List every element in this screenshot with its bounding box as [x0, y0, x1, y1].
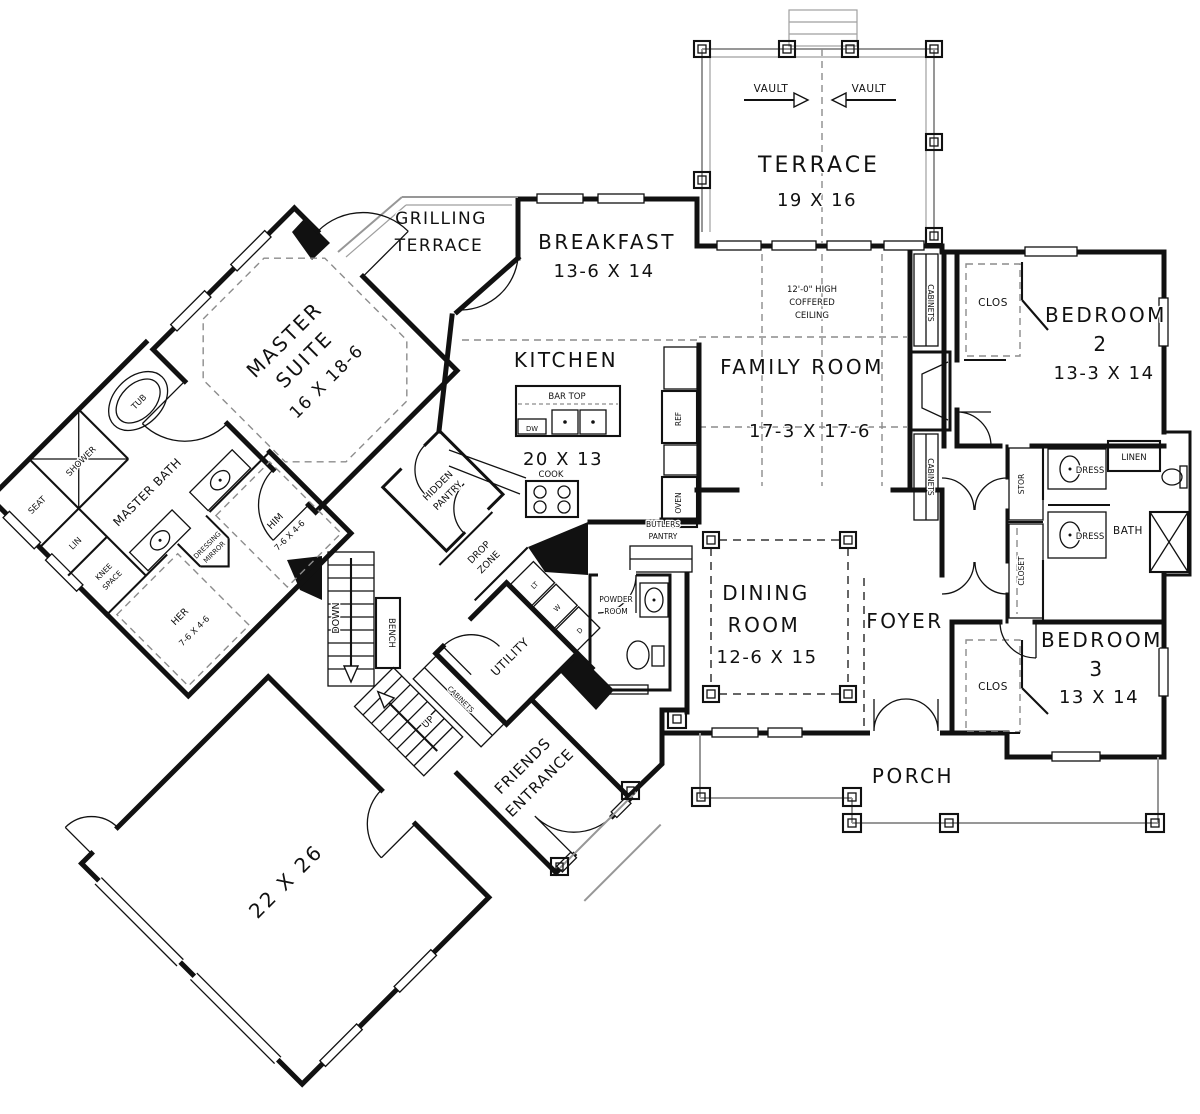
kitchen-island: BAR TOP DW: [514, 384, 622, 438]
him-label: HIM: [265, 511, 286, 532]
terrace: VAULT VAULT TERRACE 19 X 16: [692, 9, 944, 246]
bedroom3: CLOS BEDROOM 3 13 X 14: [949, 619, 1163, 736]
room-label-bed2-2: 2: [1093, 332, 1108, 356]
ceiling-note-2: COFFERED: [789, 298, 835, 308]
butlers-label-2: PANTRY: [649, 532, 678, 541]
vault-label-left: VAULT: [754, 83, 789, 95]
terrace-posts: [692, 39, 944, 246]
porch: PORCH: [666, 708, 1166, 834]
room-label-dining-1: DINING: [722, 581, 810, 605]
butlers-label-1: BUTLERS: [646, 520, 680, 529]
lin-label: LIN: [68, 536, 85, 553]
vault-arrow-left: VAULT: [744, 82, 810, 109]
appliance-strip: REF OVEN: [659, 342, 702, 529]
kitchen: KITCHEN BAR TOP DW 20 X 13 COOK REF: [448, 342, 702, 529]
washer-label: W: [552, 603, 563, 614]
room-label-breakfast: BREAKFAST: [538, 230, 676, 254]
breakfast-room: BREAKFAST 13-6 X 14: [462, 229, 697, 341]
powder-room: POWDER ROOM: [588, 570, 672, 692]
bedroom2: CLOS BEDROOM 2 13-3 X 14: [954, 249, 1167, 449]
dim-label-dining: 12-6 X 15: [716, 647, 817, 668]
cabinets-label-top: CABINETS: [926, 284, 935, 322]
seat-label: SEAT: [27, 494, 50, 517]
hall-and-bath: STOR CLOSET DRESS DRESS LINEN BATH: [941, 439, 1190, 625]
powder-label-1: POWDER: [599, 595, 633, 604]
hidden-pantry: HIDDEN PANTRY: [380, 428, 506, 554]
room-label-foyer: FOYER: [866, 609, 943, 633]
room-label-terrace: TERRACE: [757, 153, 880, 178]
breakfast-door-arc: [461, 257, 519, 311]
dim-label-bed3: 13 X 14: [1059, 687, 1139, 708]
ceiling-note-3: CEILING: [795, 311, 829, 321]
vault-arrow-right: VAULT: [830, 82, 896, 109]
dress-label-bottom: DRESS: [1076, 532, 1105, 542]
dining-posts: [701, 530, 858, 704]
dryer-label: D: [575, 626, 584, 635]
stoop-posts: [549, 780, 641, 877]
vault-label-right: VAULT: [852, 83, 887, 95]
porch-posts: [666, 708, 1166, 834]
bar-top-label: BAR TOP: [548, 392, 585, 402]
room-label-bed3-1: BEDROOM: [1041, 628, 1163, 652]
butlers-pantry: BUTLERS PANTRY: [629, 519, 693, 573]
stair-down: DOWN: [327, 551, 375, 687]
down-label: DOWN: [331, 602, 342, 633]
tub-label: TUB: [129, 393, 149, 413]
windows: [536, 193, 1169, 762]
clos-label-bed3: CLOS: [978, 681, 1008, 693]
master-bath: SEAT SHOWER TUB LIN KNEE SPACE MASTER BA…: [0, 338, 252, 619]
grilling-terrace: GRILLING TERRACE: [337, 196, 519, 311]
shower-label: SHOWER: [65, 445, 99, 479]
closet-label: CLOSET: [1017, 556, 1026, 586]
family-room: 12'-0" HIGH COFFERED CEILING FAMILY ROOM…: [699, 253, 952, 521]
her-label: HER: [169, 606, 191, 628]
clos-label-bed2: CLOS: [978, 297, 1008, 309]
dw-label: DW: [526, 425, 538, 433]
powder-label-2: ROOM: [604, 607, 628, 616]
ref-label: REF: [674, 412, 683, 426]
room-label-bed2-1: BEDROOM: [1045, 303, 1167, 327]
cabinets-label-bottom: CABINETS: [926, 458, 935, 496]
room-label-dining-2: ROOM: [728, 613, 801, 637]
bench-label: BENCH: [386, 618, 396, 648]
bench: BENCH: [374, 596, 402, 670]
dim-label-kitchen: 20 X 13: [523, 449, 603, 470]
room-label-porch: PORCH: [872, 764, 954, 788]
oven-label: OVEN: [674, 492, 683, 513]
room-label-grilling-1: GRILLING: [395, 209, 487, 229]
dim-label-family: 17-3 X 17-6: [749, 421, 871, 442]
fireplace: [908, 350, 952, 432]
dress-label-top: DRESS: [1076, 466, 1105, 476]
cook-label: COOK: [539, 470, 564, 480]
lt-label: LT: [530, 580, 541, 591]
room-label-kitchen: KITCHEN: [514, 348, 618, 372]
diagonal-wing: MASTER SUITE 16 X 18-6 SEAT SHOWER TUB L…: [0, 204, 662, 1088]
dining-room: DINING ROOM 12-6 X 15: [701, 530, 858, 704]
ceiling-note-1: 12'-0" HIGH: [787, 285, 837, 295]
foyer: FOYER: [863, 578, 943, 739]
utility-room: UTILITY LT W D CABINETS: [412, 560, 601, 748]
dim-label-bed2: 13-3 X 14: [1053, 363, 1154, 384]
room-label-grilling-2: TERRACE: [394, 236, 484, 256]
stair-up: UP: [353, 666, 464, 777]
dim-label-terrace: 19 X 16: [777, 190, 857, 211]
bath-label: BATH: [1113, 525, 1143, 537]
dim-label-garage: 22 X 26: [244, 839, 328, 923]
dim-label-breakfast: 13-6 X 14: [553, 261, 654, 282]
linen-label: LINEN: [1121, 453, 1146, 463]
room-label-family: FAMILY ROOM: [720, 355, 884, 379]
stor-label: STOR: [1017, 474, 1026, 494]
room-label-bed3-2: 3: [1089, 657, 1104, 681]
